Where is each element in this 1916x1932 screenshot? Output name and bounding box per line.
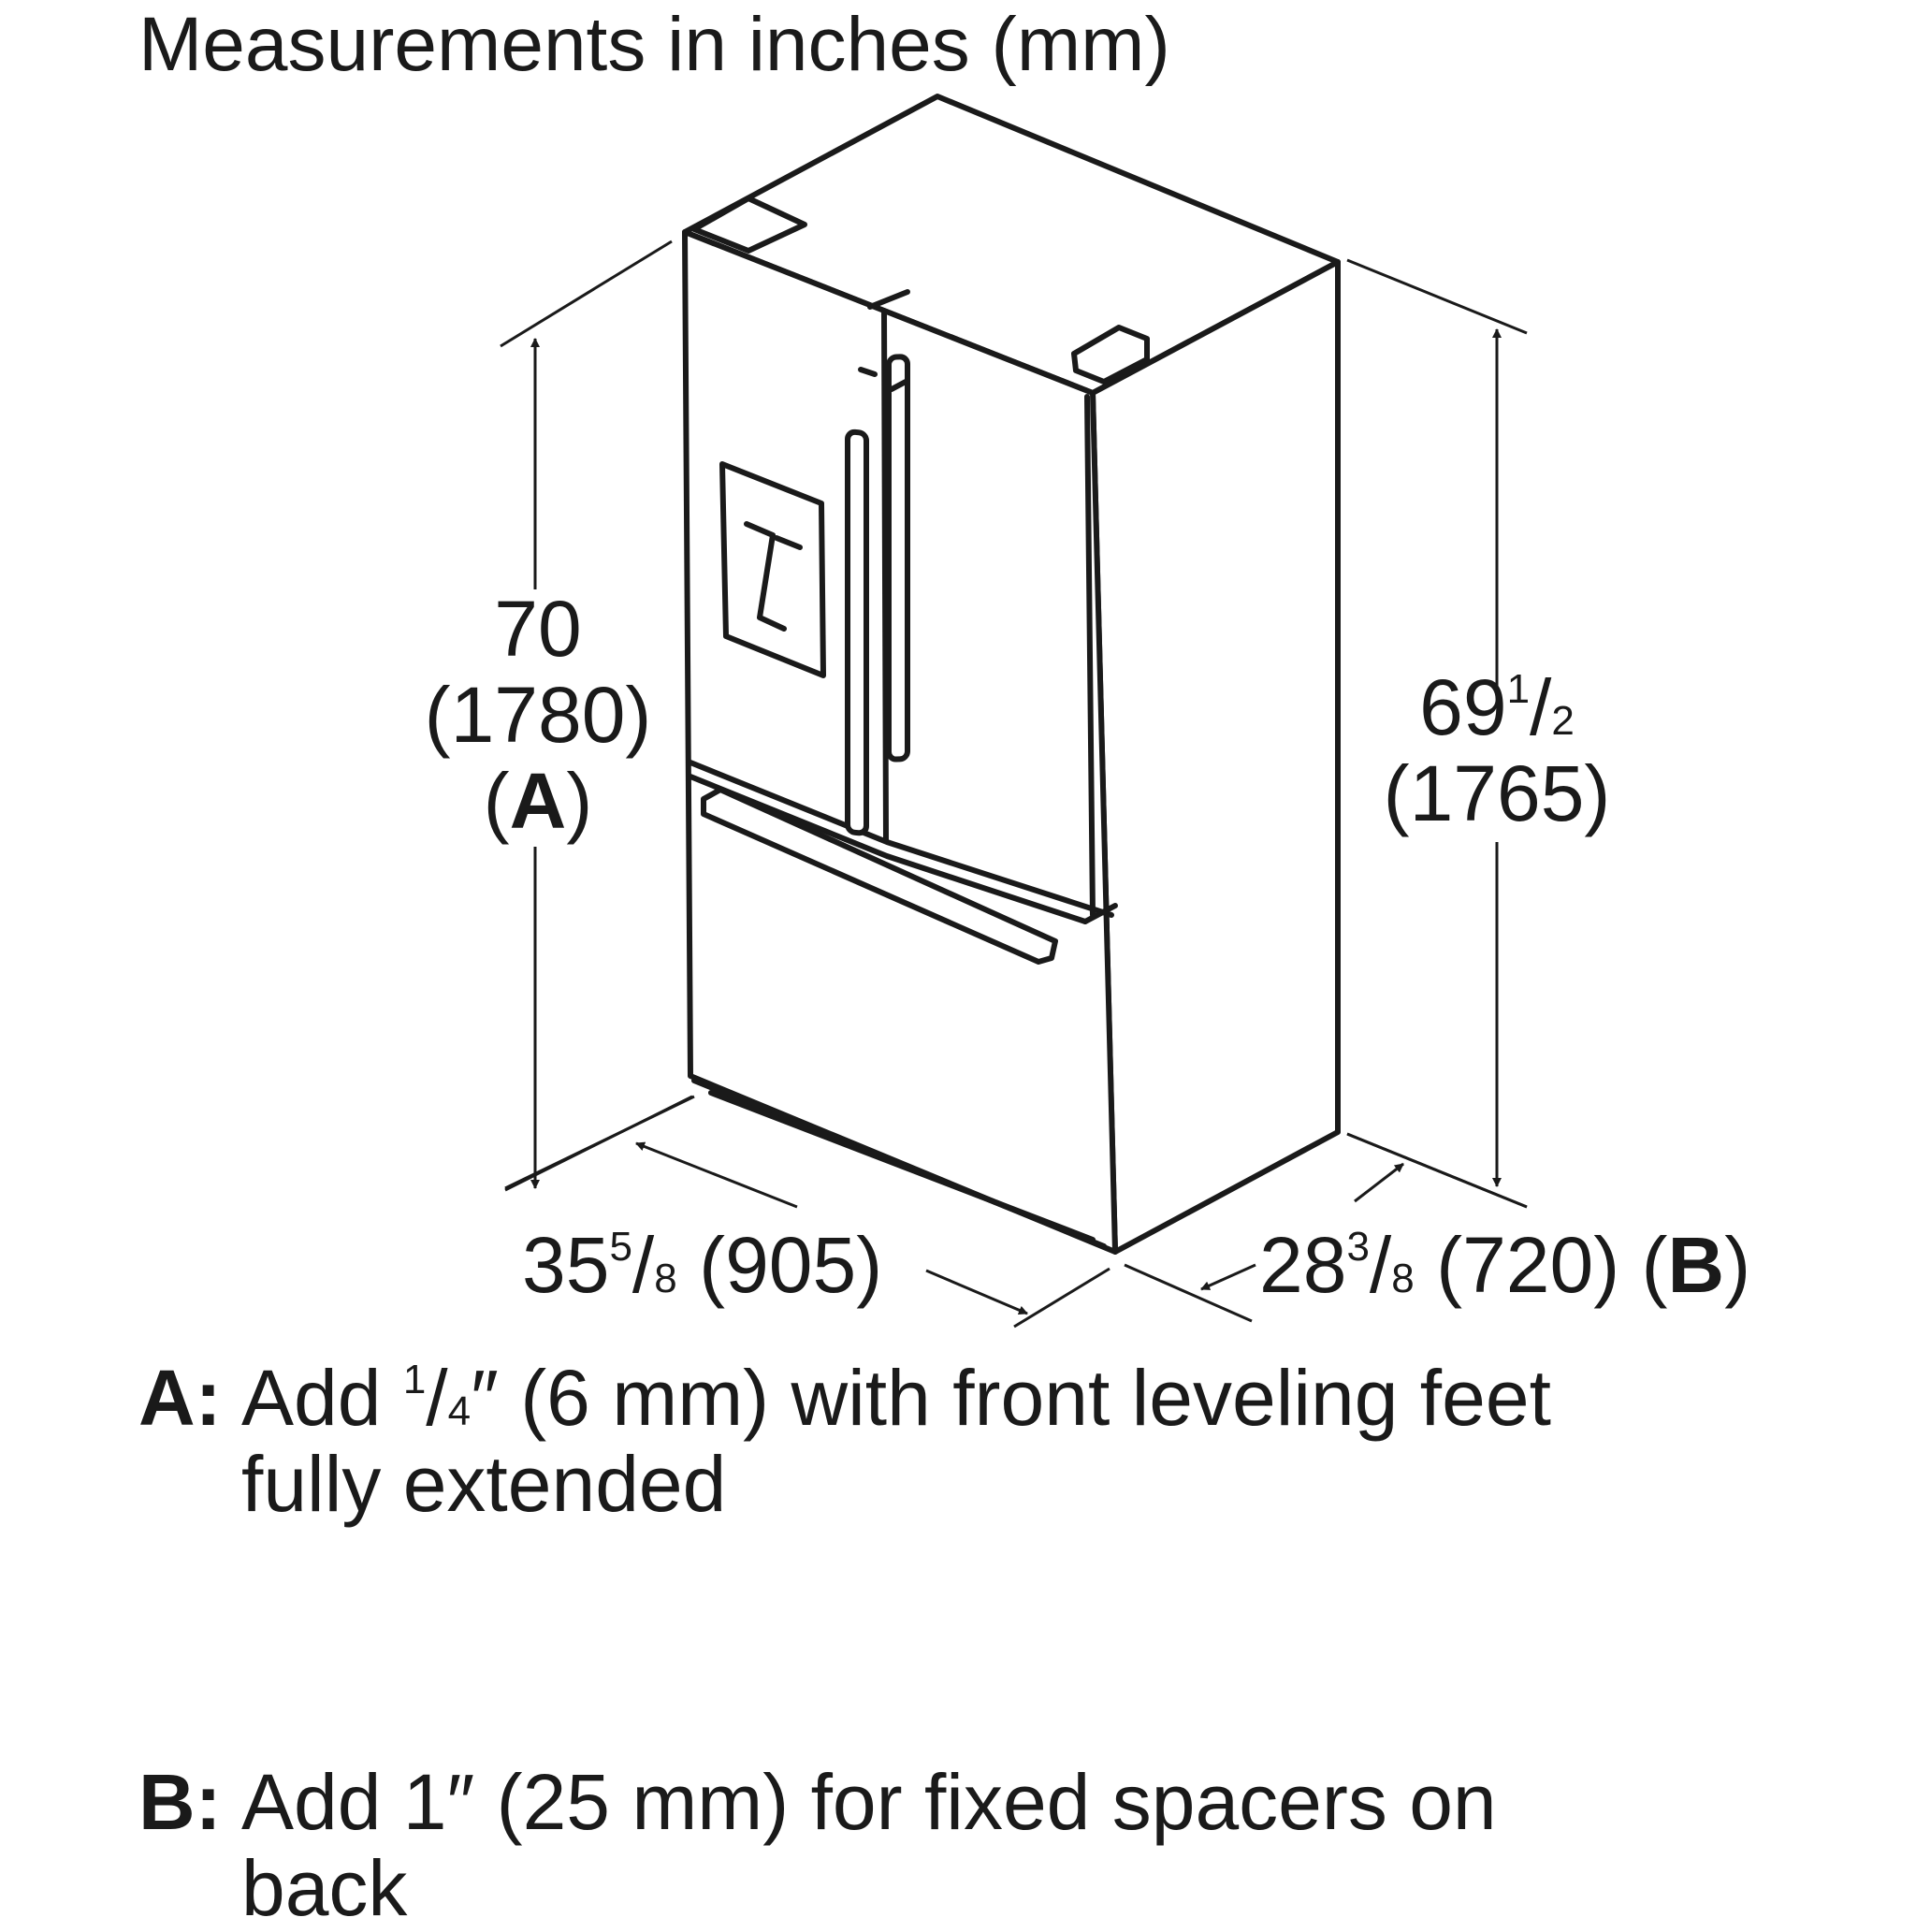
- note-a-text: Add 1/4″ (6 mm) with front leveling feet…: [241, 1354, 1551, 1528]
- depth-ext-front: [1124, 1263, 1253, 1323]
- width-ext-left: [504, 1095, 693, 1192]
- height-a-inches: 70: [494, 585, 582, 673]
- note-a-key: A:: [138, 1354, 222, 1442]
- drawer-top: [688, 760, 1114, 918]
- height-a-mm: (1780): [424, 671, 652, 759]
- right-door-handle: [886, 354, 910, 763]
- width-label: 355/8 (905): [522, 1221, 883, 1309]
- page-title: Measurements in inches (mm): [138, 2, 1170, 87]
- drawer-handle: [701, 787, 1058, 965]
- fridge-side: [1090, 259, 1341, 1255]
- refrigerator-drawing: [682, 94, 1341, 1255]
- height-b-inches: 691/2: [1419, 663, 1575, 751]
- height-a-key: (A): [483, 757, 593, 845]
- dimension-lines: [500, 240, 1528, 1329]
- height-b-label: 691/2 (1765): [1366, 664, 1628, 836]
- height-a-label: 70 (1780) (A): [412, 586, 664, 844]
- depth-ext-back: [1346, 1132, 1528, 1209]
- width-arrow-left: [635, 1141, 798, 1209]
- note-b-key: B:: [138, 1758, 222, 1846]
- height-b-ext-top: [1346, 258, 1528, 335]
- dispenser: [719, 461, 826, 678]
- width-arrow-right: [925, 1269, 1028, 1315]
- depth-label: 283/8 (720) (B): [1259, 1221, 1751, 1309]
- height-a-ext-top: [500, 240, 673, 348]
- depth-arrow-front: [1200, 1263, 1256, 1291]
- door-split-line: [881, 308, 889, 843]
- left-door-handle: [845, 429, 869, 836]
- depth-arrow-back: [1354, 1162, 1404, 1203]
- height-b-mm: (1765): [1383, 749, 1611, 837]
- left-hinge: [691, 196, 807, 254]
- right-hinge: [1071, 325, 1150, 385]
- note-b-text: Add 1″ (25 mm) for fixed spacers on back: [241, 1758, 1497, 1932]
- width-ext-right: [1013, 1267, 1110, 1329]
